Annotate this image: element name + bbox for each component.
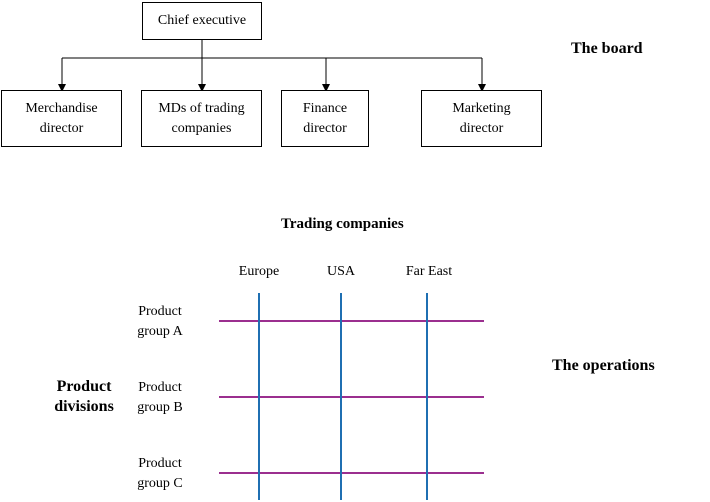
column-label-usa: USA bbox=[326, 264, 355, 279]
operations-section-label: The operations bbox=[552, 357, 655, 374]
marketing-director-label: Marketing director bbox=[452, 100, 511, 136]
trading-companies-title: Trading companies bbox=[281, 216, 404, 232]
merchandise-director-label: Merchandise director bbox=[25, 100, 98, 136]
merchandise-director-box: Merchandise director bbox=[1, 90, 122, 147]
row-label-group-c: Product group C bbox=[137, 456, 183, 491]
mds-trading-companies-label: MDs of trading companies bbox=[158, 100, 245, 136]
marketing-director-box: Marketing director bbox=[421, 90, 542, 147]
column-label-europe: Europe bbox=[238, 264, 280, 279]
chief-executive-label: Chief executive bbox=[157, 13, 247, 28]
board-section-label: The board bbox=[571, 40, 643, 57]
finance-director-label: Finance director bbox=[302, 100, 348, 136]
finance-director-box: Finance director bbox=[281, 90, 369, 147]
column-label-far-east: Far East bbox=[405, 264, 453, 279]
row-label-group-a: Product group A bbox=[137, 304, 183, 339]
mds-trading-companies-box: MDs of trading companies bbox=[141, 90, 262, 147]
row-label-group-b: Product group B bbox=[137, 380, 183, 415]
product-divisions-title: Product divisions bbox=[54, 378, 114, 415]
chief-executive-box: Chief executive bbox=[142, 2, 262, 40]
